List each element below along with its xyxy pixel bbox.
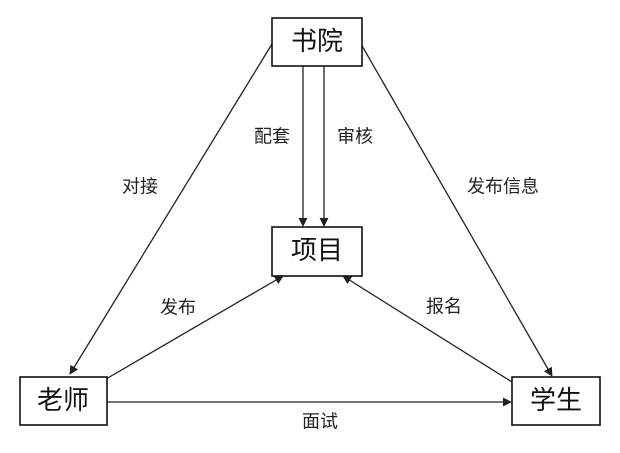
node-student-label: 学生: [530, 386, 582, 416]
node-teacher: 老师: [19, 376, 108, 426]
label-enroll: 报名: [426, 297, 462, 318]
edge-academy-student: [360, 43, 553, 377]
edge-teacher-project: [105, 275, 284, 380]
edge-student-project: [342, 275, 513, 383]
node-student: 学生: [511, 376, 601, 426]
node-academy-label: 书院: [291, 27, 343, 57]
edge-academy-teacher: [69, 43, 273, 375]
label-interview: 面试: [302, 412, 338, 433]
node-teacher-label: 老师: [37, 386, 89, 416]
label-publish-info: 发布信息: [467, 177, 539, 198]
label-support: 配套: [254, 127, 290, 148]
label-dock: 对接: [122, 177, 158, 198]
label-review: 审核: [337, 127, 373, 148]
edges: [69, 43, 553, 407]
node-academy: 书院: [271, 17, 363, 67]
label-publish: 发布: [160, 298, 196, 319]
edge-labels: 对接 配套 审核 发布信息 发布 报名 面试: [122, 127, 539, 433]
node-project: 项目: [271, 226, 363, 277]
node-project-label: 项目: [291, 236, 343, 266]
